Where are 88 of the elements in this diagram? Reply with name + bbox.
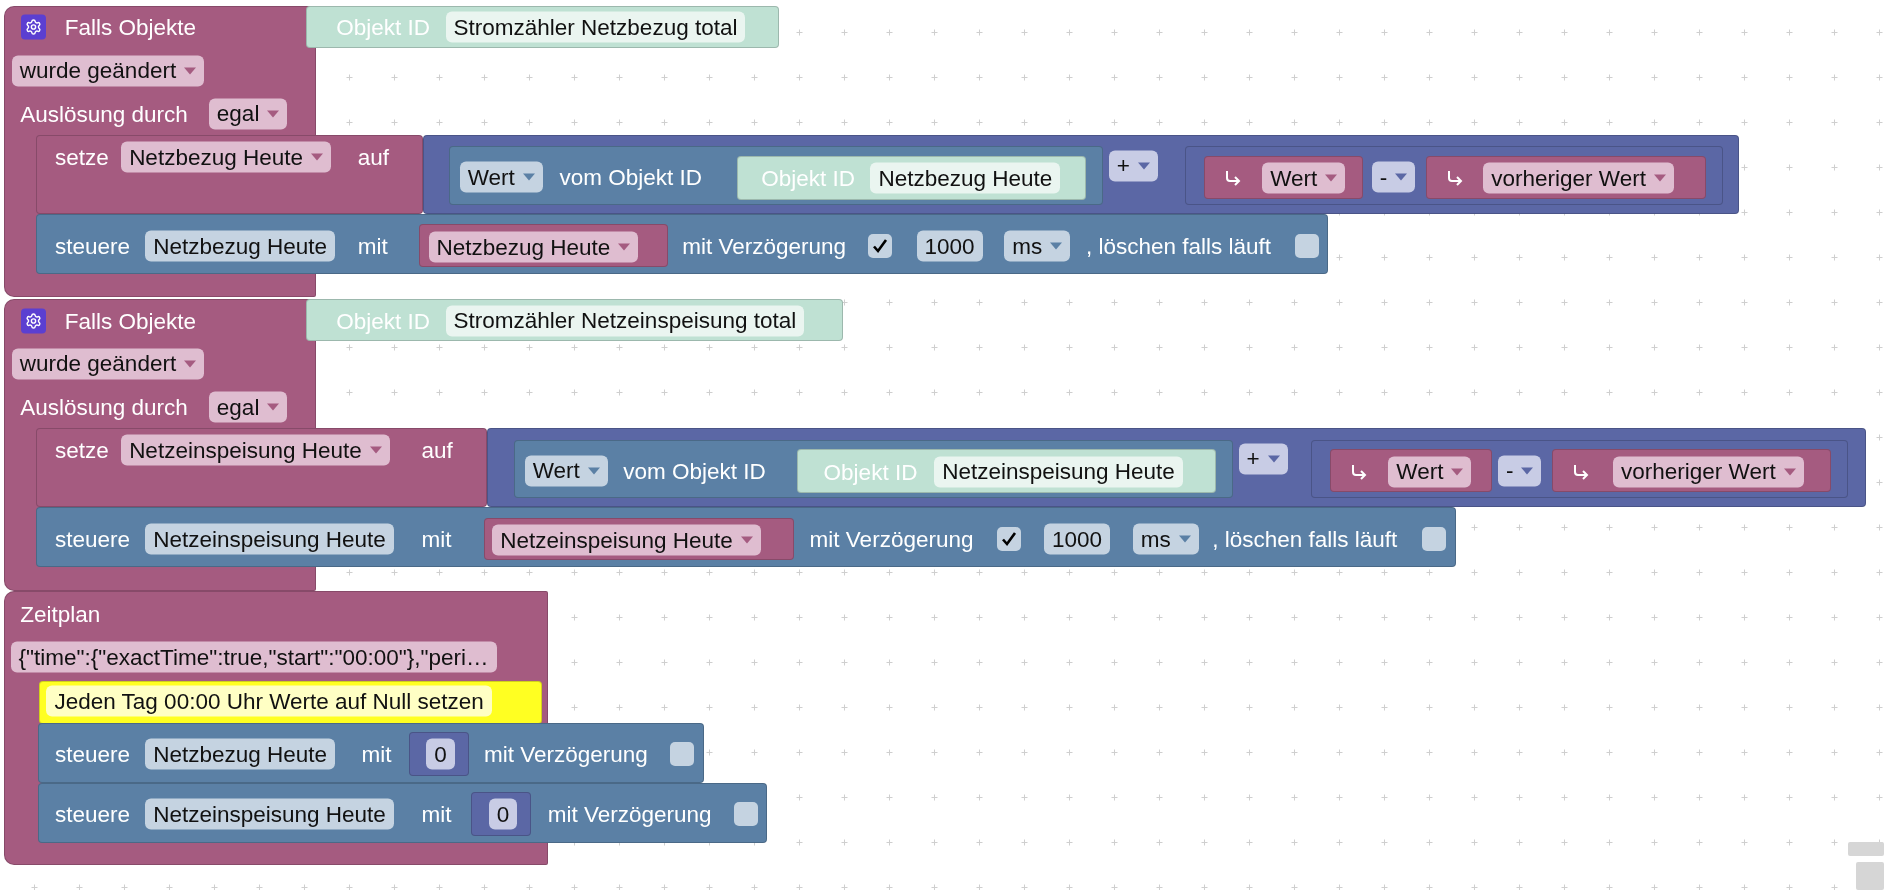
- block-label: setze: [55, 143, 109, 172]
- dropdown-field: Netzeinspeisung Heute: [492, 524, 761, 556]
- dropdown-field: vorheriger Wert: [1483, 162, 1674, 194]
- control-block: [38, 783, 767, 844]
- control-block: [36, 507, 1457, 568]
- math-block: [486, 427, 1866, 508]
- block-label: mit Verzögerung: [484, 740, 648, 769]
- control-block: [36, 213, 1328, 274]
- control-block: [38, 723, 705, 784]
- block-label: mit: [361, 740, 392, 769]
- dropdown-field: egal: [208, 391, 288, 423]
- math-block: [1184, 146, 1723, 206]
- block-label: Objekt ID: [336, 13, 430, 42]
- value-field: 1000: [1043, 523, 1110, 555]
- dropdown-field: Wert: [459, 161, 543, 193]
- value-field: Netzbezug Heute: [870, 162, 1061, 194]
- block-label: , löschen falls läuft: [1085, 232, 1272, 261]
- block-label: Zeitplan: [20, 600, 101, 629]
- dropdown-field: -: [1371, 161, 1416, 193]
- math-block: [422, 134, 1739, 214]
- block-label: mit Verzögerung: [547, 800, 712, 829]
- dropdown-field: Netzbezug Heute: [121, 141, 331, 173]
- block-label: , löschen falls läuft: [1212, 525, 1398, 554]
- dropdown-field: Wert: [1262, 162, 1346, 194]
- block-label: Falls Objekte: [64, 13, 196, 42]
- dropdown-field: wurde geändert: [11, 348, 205, 380]
- value-field: 0: [488, 798, 518, 830]
- number-block: [471, 791, 532, 837]
- dropdown-field: -: [1497, 455, 1542, 487]
- value-field: Stromzähler Netzbezug total: [445, 11, 746, 43]
- block-label: mit: [357, 232, 388, 261]
- dropdown-field: Wert: [1388, 456, 1472, 488]
- dropdown-field: Wert: [524, 455, 608, 487]
- block-label: mit: [421, 800, 452, 829]
- object-id-block: [306, 6, 779, 49]
- dropdown-field: +: [1108, 150, 1158, 182]
- block-label: steuere: [55, 800, 131, 829]
- trigger-value-block: [1425, 155, 1706, 200]
- value-field: Stromzähler Netzeinspeisung total: [445, 305, 805, 337]
- get-value-block: [449, 146, 1103, 206]
- value-field: 1000: [916, 230, 983, 262]
- trigger-value-block: [1203, 155, 1364, 200]
- block-label: steuere: [55, 525, 131, 554]
- dropdown-field: ms: [1004, 230, 1071, 262]
- block-label: setze: [55, 436, 109, 465]
- block-label: Objekt ID: [823, 458, 918, 487]
- dropdown-field: Netzbezug Heute: [428, 231, 639, 263]
- block-label: Falls Objekte: [64, 307, 196, 336]
- block-label: vom Objekt ID: [623, 457, 766, 486]
- dropdown-field: Netzeinspeisung Heute: [121, 434, 390, 466]
- object-id-block: [797, 448, 1216, 494]
- block-label: Auslösung durch: [20, 393, 188, 422]
- block-label: Objekt ID: [761, 164, 855, 193]
- dropdown-field: egal: [208, 98, 288, 130]
- math-block: [1310, 439, 1848, 499]
- block-label: steuere: [55, 740, 131, 769]
- block-label: Objekt ID: [336, 307, 430, 336]
- dropdown-field: ms: [1132, 523, 1199, 555]
- trigger-value-block: [1551, 448, 1831, 493]
- value-field: Netzbezug Heute: [145, 738, 336, 770]
- dropdown-field: vorheriger Wert: [1613, 456, 1804, 488]
- value-field: Jeden Tag 00:00 Uhr Werte auf Null setzen: [46, 685, 492, 717]
- value-field: Netzbezug Heute: [145, 230, 335, 262]
- value-field: Netzeinspeisung Heute: [934, 456, 1183, 488]
- block-label: auf: [421, 436, 453, 465]
- set-variable-block: [36, 427, 487, 508]
- set-variable-block: [36, 134, 423, 214]
- variable-block: [484, 517, 794, 560]
- dropdown-field: +: [1238, 443, 1288, 475]
- block-label: auf: [357, 143, 390, 172]
- get-value-block: [514, 439, 1233, 499]
- object-id-block: [737, 155, 1086, 201]
- trigger-value-block: [1329, 448, 1492, 493]
- dropdown-field: wurde geändert: [11, 55, 205, 87]
- variable-block: [419, 224, 668, 267]
- value-field: Netzeinspeisung Heute: [145, 523, 394, 555]
- value-field: 0: [426, 738, 455, 770]
- value-field: Netzeinspeisung Heute: [145, 798, 394, 830]
- block-label: mit Verzögerung: [682, 232, 847, 261]
- block-label: steuere: [55, 232, 131, 261]
- number-block: [408, 731, 469, 777]
- block-label: vom Objekt ID: [559, 163, 703, 192]
- object-id-block: [306, 299, 844, 342]
- block-label: mit Verzögerung: [809, 525, 974, 554]
- comment-block: [39, 681, 542, 725]
- block-label: Auslösung durch: [20, 100, 188, 129]
- block-label: mit: [421, 525, 452, 554]
- value-field: {"time":{"exactTime":true,"start":"00:00"},"peri…: [10, 641, 497, 673]
